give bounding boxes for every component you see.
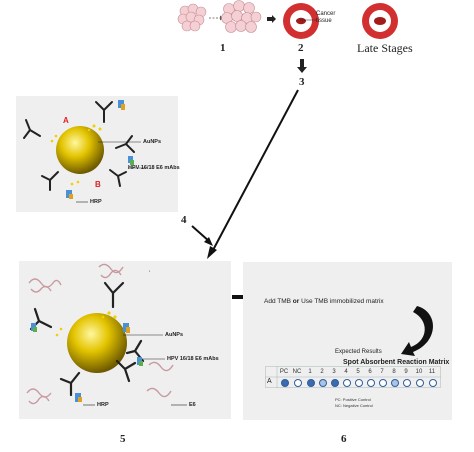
aunps-label: AuNPs — [143, 139, 162, 145]
spot-4 — [343, 379, 351, 387]
cell-cluster-large — [221, 0, 262, 33]
reaction-matrix: A PC NC 1 2 3 4 5 6 7 8 9 10 11 — [265, 366, 441, 388]
tmb-instruction: Add TMB or Use TMB immobilized matrix — [264, 298, 384, 305]
col-header: 10 — [415, 369, 423, 375]
legend-pc: PC: Positive Control — [335, 397, 371, 402]
panel-step-5: ' AuNPs HPV 16/18 E6 mAbs HRP E6 — [19, 261, 231, 419]
col-header: PC — [279, 369, 289, 375]
hrp-label: HRP — [90, 199, 102, 205]
col-header: 4 — [344, 369, 348, 375]
cancer-pointer-line — [300, 19, 317, 21]
late-stage-ring — [362, 3, 398, 39]
spot-7 — [379, 379, 387, 387]
matrix-grid — [265, 366, 441, 388]
spot-10 — [416, 379, 424, 387]
right-arrow-small — [267, 15, 276, 23]
tmb-instruction-suffix: Use TMB immobilized matrix — [299, 298, 384, 305]
legend-nc: NC: Negative Control — [335, 403, 373, 408]
down-arrow — [297, 59, 307, 73]
spot-11 — [429, 379, 437, 387]
matrix-title: Spot Absorbent Reaction Matrix — [343, 359, 450, 366]
step-number-4: 4 — [181, 214, 187, 226]
spot-9 — [403, 379, 411, 387]
mabs-label: HPV 16/18 E6 mAbs — [128, 165, 180, 171]
curved-arrow — [401, 306, 434, 356]
cell-cluster-small — [177, 3, 207, 32]
col-header: 7 — [380, 369, 384, 375]
step-number-6: 6 — [341, 433, 347, 445]
spot-1 — [307, 379, 315, 387]
col-header: 5 — [356, 369, 360, 375]
col-header: 8 — [392, 369, 396, 375]
row-label-a: A — [267, 378, 272, 385]
col-header: NC — [292, 369, 302, 375]
tmb-instruction-or: or — [292, 298, 300, 305]
col-header: 2 — [320, 369, 324, 375]
spot-nc — [294, 379, 302, 387]
col-header: 6 — [368, 369, 372, 375]
hrp-label-5: HRP — [97, 402, 109, 408]
col-header: 9 — [404, 369, 408, 375]
tick-mark: ' — [149, 271, 151, 277]
col-header: 3 — [332, 369, 336, 375]
spot-8 — [391, 379, 399, 387]
late-stages-label: Late Stages — [357, 41, 413, 55]
spot-3 — [331, 379, 339, 387]
spot-pc — [281, 379, 289, 387]
cancer-tissue-ring — [283, 3, 319, 39]
step-number-1: 1 — [220, 42, 226, 54]
spot-2 — [319, 379, 327, 387]
conjugate-illustration — [23, 100, 146, 203]
step-number-2: 2 — [298, 42, 304, 54]
e6-label-5: E6 — [189, 402, 196, 408]
spot-5 — [355, 379, 363, 387]
aunps-label-5: AuNPs — [165, 332, 184, 338]
conjugate-with-e6-illustration — [26, 263, 187, 406]
col-header: 11 — [428, 369, 436, 375]
col-header: 1 — [308, 369, 312, 375]
step-number-3: 3 — [299, 76, 305, 88]
panel-conjugate: A B AuNPs HPV 16/18 E6 mAbs HRP — [16, 96, 180, 212]
mabs-label-5: HPV 16/18 E6 mAbs — [167, 356, 219, 362]
tmb-instruction-prefix: Add TMB — [264, 298, 293, 305]
step-number-5: 5 — [120, 433, 126, 445]
label-a: A — [63, 116, 69, 125]
cancer-tissue-label: Cancer tissue — [316, 11, 336, 24]
label-b: B — [95, 180, 101, 189]
spot-6 — [367, 379, 375, 387]
expected-results: Expected Results — [335, 349, 382, 355]
panel-step-6: Add TMB or Use TMB immobilized matrix Ex… — [243, 262, 452, 420]
